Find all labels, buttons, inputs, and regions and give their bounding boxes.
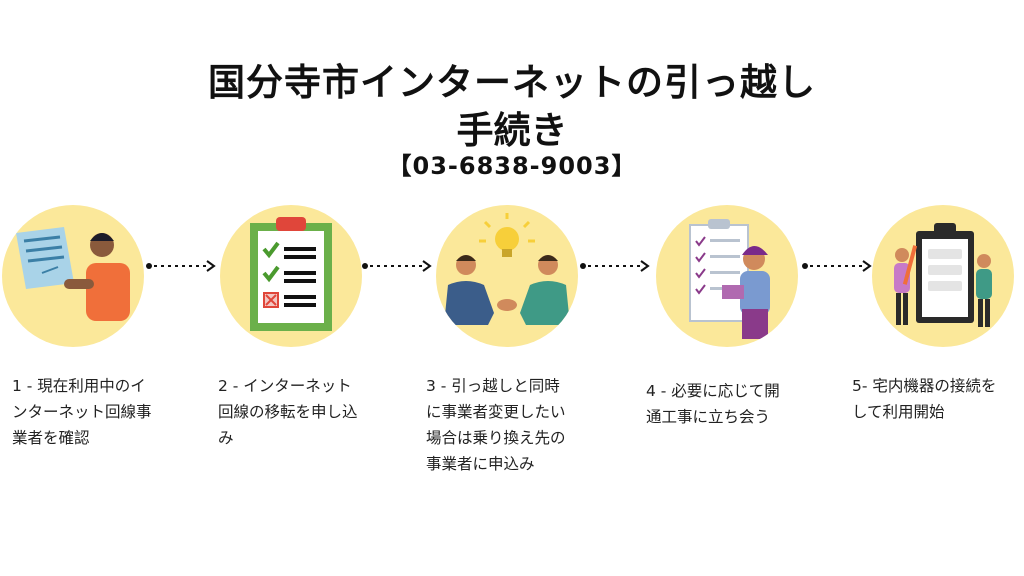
clipboard-checklist-icon bbox=[250, 217, 332, 331]
arrow-1-to-2 bbox=[146, 260, 216, 272]
step-1-line-1: 1 - 現在利用中のイ bbox=[12, 377, 146, 395]
step-1-line-2: ンターネット回線事 bbox=[12, 403, 152, 421]
step-1-line-3: 業者を確認 bbox=[12, 429, 90, 447]
step-3-line-2: に事業者変更したい bbox=[426, 403, 566, 421]
step-3-circle bbox=[436, 205, 578, 347]
arrow-2-to-3 bbox=[362, 260, 432, 272]
step-2-line-1: 2 - インターネット bbox=[218, 377, 352, 395]
title-line-2: 手続き bbox=[456, 109, 568, 152]
people-with-clipboard-icon bbox=[894, 223, 992, 327]
step-3-line-1: 3 - 引っ越しと同時 bbox=[426, 377, 560, 395]
step-3-line-4: 事業者に申込み bbox=[426, 455, 535, 473]
step-4-circle bbox=[656, 205, 798, 347]
step-4-line-1: 4 - 必要に応じて開 bbox=[646, 382, 780, 400]
arrow-3-to-4 bbox=[580, 260, 650, 272]
phone-number: 【03-6838-9003】 bbox=[387, 152, 637, 180]
step-5-circle bbox=[872, 205, 1014, 347]
step-5-text: 5- 宅内機器の接続を して利用開始 bbox=[852, 373, 1022, 425]
step-2-line-2: 回線の移転を申し込 bbox=[218, 403, 358, 421]
arrow-4-to-5 bbox=[802, 260, 872, 272]
person-reading-document-icon bbox=[16, 227, 130, 321]
title-line-1: 国分寺市インターネットの引っ越し bbox=[208, 61, 816, 104]
step-2-line-3: み bbox=[218, 429, 234, 447]
step-5-line-1: 5- 宅内機器の接続を bbox=[852, 377, 997, 395]
person-with-checklist-icon bbox=[689, 219, 770, 339]
step-3-text: 3 - 引っ越しと同時 に事業者変更したい 場合は乗り換え先の 事業者に申込み bbox=[426, 373, 596, 477]
handshake-lightbulb-icon bbox=[444, 213, 570, 325]
step-1-text: 1 - 現在利用中のイ ンターネット回線事 業者を確認 bbox=[12, 373, 182, 451]
step-4-line-2: 通工事に立ち会う bbox=[646, 408, 771, 426]
step-4-text: 4 - 必要に応じて開 通工事に立ち会う bbox=[646, 378, 816, 430]
step-2-text: 2 - インターネット 回線の移転を申し込 み bbox=[218, 373, 388, 451]
step-5-line-2: して利用開始 bbox=[852, 403, 945, 421]
step-2-circle bbox=[220, 205, 362, 347]
step-3-line-3: 場合は乗り換え先の bbox=[426, 429, 566, 447]
step-1-circle bbox=[2, 205, 144, 347]
